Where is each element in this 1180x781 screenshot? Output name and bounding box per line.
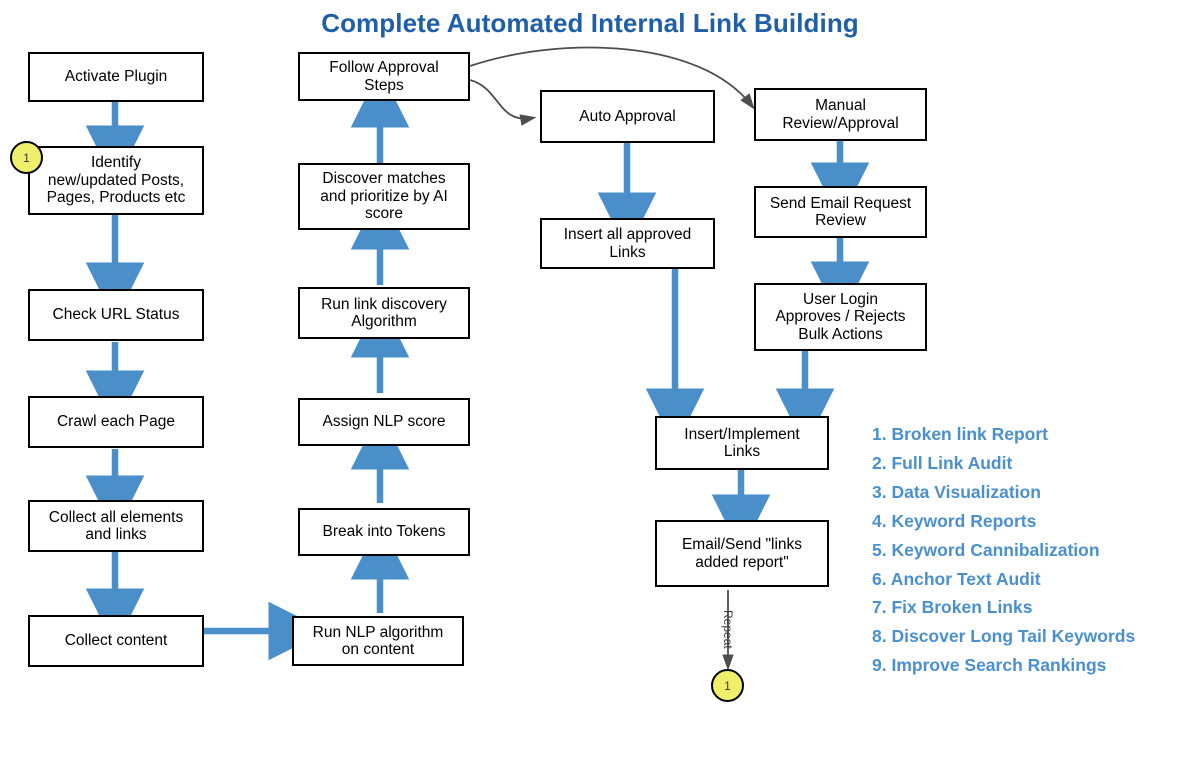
node-insert-all-approved-links[interactable]: Insert all approved Links [540,218,715,269]
node-activate-plugin[interactable]: Activate Plugin [28,52,204,102]
node-crawl-each-page[interactable]: Crawl each Page [28,396,204,448]
node-assign-nlp-score[interactable]: Assign NLP score [298,398,470,446]
list-item: 9. Improve Search Rankings [872,655,1107,676]
connector-end: 1 [711,669,744,702]
node-check-url-status[interactable]: Check URL Status [28,289,204,341]
node-insert-implement-links[interactable]: Insert/Implement Links [655,416,829,470]
node-user-login-approves[interactable]: User Login Approves / Rejects Bulk Actio… [754,283,927,351]
node-identify-posts[interactable]: Identify new/updated Posts, Pages, Produ… [28,146,204,215]
connector-start: 1 [10,141,43,174]
node-break-into-tokens[interactable]: Break into Tokens [298,508,470,556]
list-item: 3. Data Visualization [872,481,1041,502]
node-run-nlp-algorithm[interactable]: Run NLP algorithm on content [292,616,464,666]
feature-list: 1. Broken link Report 2. Full Link Audit… [872,420,1172,680]
node-collect-content[interactable]: Collect content [28,615,204,667]
node-follow-approval-steps[interactable]: Follow Approval Steps [298,52,470,101]
list-item: 4. Keyword Reports [872,510,1037,531]
list-item: 2. Full Link Audit [872,452,1013,473]
list-item: 7. Fix Broken Links [872,597,1033,618]
node-email-send-links-added-report[interactable]: Email/Send "links added report" [655,520,829,587]
list-item: 8. Discover Long Tail Keywords [872,626,1136,647]
node-auto-approval[interactable]: Auto Approval [540,90,715,143]
node-collect-elements[interactable]: Collect all elements and links [28,500,204,552]
node-discover-matches[interactable]: Discover matches and prioritize by AI sc… [298,163,470,230]
list-item: 1. Broken link Report [872,424,1049,444]
page-title: Complete Automated Internal Link Buildin… [321,8,859,38]
edge-label-repeat: Repeat [721,610,735,649]
node-run-link-discovery[interactable]: Run link discovery Algorithm [298,287,470,339]
list-item: 6. Anchor Text Audit [872,568,1041,589]
node-manual-review-approval[interactable]: Manual Review/Approval [754,88,927,141]
list-item: 5. Keyword Cannibalization [872,539,1100,560]
node-send-email-request-review[interactable]: Send Email Request Review [754,186,927,238]
